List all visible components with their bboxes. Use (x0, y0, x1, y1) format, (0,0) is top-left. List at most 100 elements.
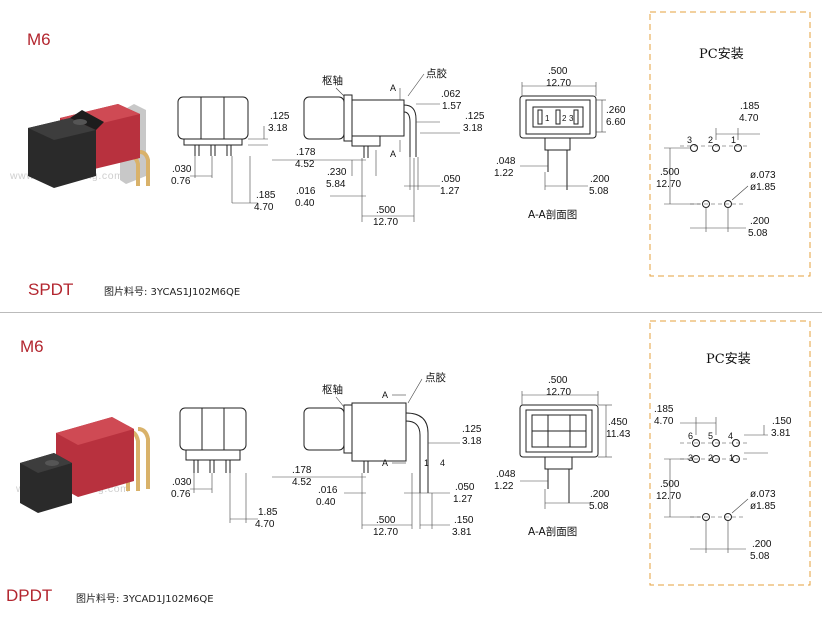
dim-016-mm: 0.40 (295, 198, 315, 209)
dim-200-mm: 5.08 (589, 501, 609, 512)
dim-185-in: .185 (256, 190, 276, 201)
dim-030-mm: 0.76 (171, 176, 191, 187)
switch-photo (28, 104, 150, 188)
side-pin-1: 1 (424, 458, 429, 468)
dim-048-in: .048 (496, 156, 516, 167)
dim-260-mm: 6.60 (606, 117, 626, 128)
dim-200-in: .200 (590, 174, 610, 185)
section-aa-label: A-A剖面图 (528, 208, 577, 221)
section-a-top: A (382, 390, 388, 400)
spdt-panel: M6 SPDT 图片料号: 3YCAS1J102M6QE www.dg-yech… (10, 11, 811, 299)
dim-200-mm: 5.08 (589, 186, 609, 197)
dim-500b-in: .500 (376, 515, 396, 526)
section-aa-view: 1 2 3 .500 12.70 .260 6.60 .048 1.22 .20… (494, 66, 626, 221)
pc-073-mm: ø1.85 (750, 182, 776, 193)
dim-050-in: .050 (455, 482, 475, 493)
dim-178-mm: 4.52 (295, 159, 315, 170)
dim-030-mm: 0.76 (171, 489, 191, 500)
dpdt-drawing: .030 0.76 1.85 4.70 枢轴 点胶 A A 1 4 (20, 320, 811, 586)
dim-048-mm: 1.22 (494, 481, 514, 492)
pc-150-mm: 3.81 (771, 428, 791, 439)
front-view: .030 0.76 1.85 4.70 (171, 407, 278, 530)
pc-200-mm: 5.08 (748, 228, 768, 239)
dim-030-in: .030 (172, 164, 192, 175)
pc-200-mm: 5.08 (750, 551, 770, 562)
dim-185-mm: 4.70 (255, 519, 275, 530)
pc-185-in: .185 (654, 404, 674, 415)
dim-016-mm: 0.40 (316, 497, 336, 508)
glue-label: 点胶 (425, 371, 446, 384)
dim-125-mm: 3.18 (268, 123, 288, 134)
dpdt-panel: M6 DPDT 图片料号: 3YCAD1J102M6QE www.dg-yech… (0, 313, 822, 623)
pc-pin-4: 4 (728, 431, 733, 441)
model-label: M6 (20, 337, 44, 356)
pc-pin-5: 5 (708, 431, 713, 441)
pc-pin-2: 2 (708, 135, 713, 145)
pc-200-in: .200 (750, 216, 770, 227)
pc-mount-title: PC安装 (699, 47, 744, 62)
side-pin-4: 4 (440, 458, 445, 468)
dim-500t-mm: 12.70 (546, 78, 571, 89)
dim-048-mm: 1.22 (494, 168, 514, 179)
pc-185-mm: 4.70 (654, 416, 674, 427)
pc-mount-frame (649, 320, 811, 586)
pc-073-in: ø.073 (750, 170, 776, 181)
pivot-label: 枢轴 (322, 74, 343, 87)
dim-260-in: .260 (606, 105, 626, 116)
dim-500t-mm: 12.70 (546, 387, 571, 398)
front-view: .125 3.18 .030 0.76 .185 4.70 (171, 96, 290, 213)
switch-photo (20, 417, 150, 513)
panel-divider (0, 312, 822, 313)
pc-500-mm: 12.70 (656, 491, 681, 502)
pc-pin-6: 6 (688, 431, 693, 441)
pivot-label: 枢轴 (322, 383, 343, 396)
dim-178-in: .178 (292, 465, 312, 476)
pc-073-mm: ø1.85 (750, 501, 776, 512)
dim-062-mm: 1.57 (442, 101, 462, 112)
dim-150-mm: 3.81 (452, 527, 472, 538)
pc-500-in: .500 (660, 167, 680, 178)
pc-pin-3: 3 (688, 453, 693, 463)
switch-type-label: SPDT (28, 280, 74, 299)
dim-016-in: .016 (318, 485, 338, 496)
pc-pin-1: 1 (731, 135, 736, 145)
dim-178-in: .178 (296, 147, 316, 158)
side-view: 枢轴 点胶 A A .062 1.57 .125 3.18 .178 4.52 … (272, 67, 485, 228)
dim-050-mm: 1.27 (440, 186, 460, 197)
pin-2: 2 (562, 114, 567, 123)
pc-mount-title: PC安装 (706, 352, 751, 367)
dim-500b-in: .500 (376, 205, 396, 216)
pc-mount-view: PC安装 3 2 1 .185 4.70 .500 12.70 ø.073 ø1… (649, 11, 811, 277)
pc-185-mm: 4.70 (739, 113, 759, 124)
dim-500b-mm: 12.70 (373, 527, 398, 538)
pc-150-in: .150 (772, 416, 792, 427)
dim-230-mm: 5.84 (326, 179, 346, 190)
pc-pin-2: 2 (708, 453, 713, 463)
dim-185-in: 1.85 (258, 507, 278, 518)
side-view: 枢轴 点胶 A A 1 4 .125 3.18 .178 4.52 .016 0… (272, 371, 482, 538)
dim-450-in: .450 (608, 417, 628, 428)
section-a-bottom: A (390, 149, 396, 159)
dim-450-mm: 11.43 (606, 429, 631, 440)
dim-125-mm: 3.18 (462, 436, 482, 447)
pc-073-in: ø.073 (750, 489, 776, 500)
glue-label: 点胶 (426, 67, 447, 80)
dim-030-in: .030 (172, 477, 192, 488)
section-a-bottom: A (382, 458, 388, 468)
part-number-label: 图片料号: 3YCAS1J102M6QE (104, 287, 241, 298)
dim-150-in: .150 (454, 515, 474, 526)
dim-125-in: .125 (462, 424, 482, 435)
pin-1: 1 (545, 114, 550, 123)
section-aa-view: .500 12.70 .450 11.43 .048 1.22 .200 5.0… (494, 375, 631, 538)
part-number-label: 图片料号: 3YCAD1J102M6QE (76, 594, 214, 605)
dim-500t-in: .500 (548, 66, 568, 77)
pc-200-in: .200 (752, 539, 772, 550)
dim-125-in: .125 (270, 111, 290, 122)
pin-3: 3 (569, 114, 574, 123)
dim-178-mm: 4.52 (292, 477, 312, 488)
dim-048-in: .048 (496, 469, 516, 480)
pc-mount-frame (649, 11, 811, 277)
dim-500b-mm: 12.70 (373, 217, 398, 228)
dim-200-in: .200 (590, 489, 610, 500)
pc-500-mm: 12.70 (656, 179, 681, 190)
